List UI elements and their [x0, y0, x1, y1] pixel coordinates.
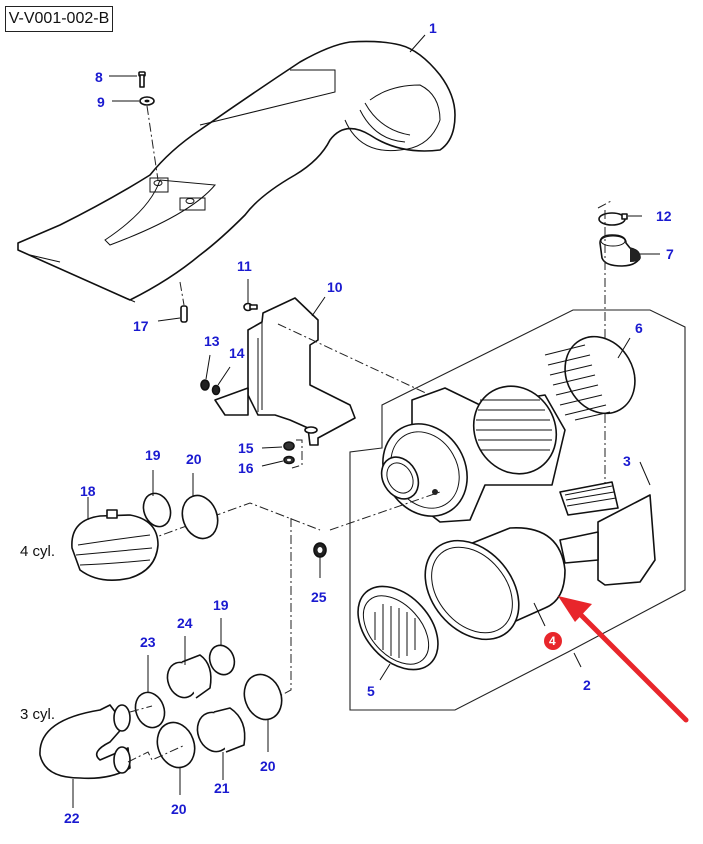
callout-2[interactable]: 2: [583, 677, 591, 693]
callout-23[interactable]: 23: [140, 634, 156, 650]
assembly-line: [597, 199, 614, 209]
assembly-line: [147, 502, 321, 541]
part-25-grommet[interactable]: [313, 542, 327, 558]
part-7-elbow[interactable]: [599, 234, 641, 267]
callout-16[interactable]: 16: [238, 460, 254, 476]
callout-22[interactable]: 22: [64, 810, 80, 826]
part-9-washer[interactable]: [139, 96, 155, 106]
callout-19-lower[interactable]: 19: [213, 597, 229, 613]
part-2-assembly-frame: [349, 309, 686, 711]
callout-20-right[interactable]: 20: [260, 758, 276, 774]
highlight-arrow-icon: [558, 596, 689, 723]
part-14-washer[interactable]: [211, 384, 221, 396]
callout-21[interactable]: 21: [214, 780, 230, 796]
callout-12[interactable]: 12: [656, 208, 672, 224]
assembly-line: [329, 491, 441, 531]
svg-text:4: 4: [549, 634, 556, 648]
part-4-main-filter-element[interactable]: [406, 522, 566, 658]
callout-13[interactable]: 13: [204, 333, 220, 349]
leader-lines: [72, 34, 660, 808]
callout-19-upper[interactable]: 19: [145, 447, 161, 463]
callout-8[interactable]: 8: [95, 69, 103, 85]
callout-18[interactable]: 18: [80, 483, 96, 499]
callout-11[interactable]: 11: [237, 258, 252, 274]
callout-17[interactable]: 17: [133, 318, 149, 334]
part-13-nut[interactable]: [200, 379, 210, 391]
callout-25[interactable]: 25: [311, 589, 327, 605]
assembly-line: [271, 518, 292, 701]
part-11-screw[interactable]: [243, 302, 258, 312]
callout-6[interactable]: 6: [635, 320, 643, 336]
callout-20-upper[interactable]: 20: [186, 451, 202, 467]
air-filter-housing[interactable]: [366, 371, 572, 532]
assembly-line: [129, 705, 153, 713]
assembly-line: [146, 105, 159, 181]
part-19-clamp-4cyl[interactable]: [139, 490, 175, 531]
callout-1[interactable]: 1: [429, 20, 437, 36]
part-4-highlight-badge[interactable]: 4: [544, 632, 562, 650]
callout-3[interactable]: 3: [623, 453, 631, 469]
variant-label-4-cyl: 4 cyl.: [20, 543, 55, 560]
part-23-clamp[interactable]: [131, 688, 170, 731]
part-24-coupling[interactable]: [163, 654, 212, 702]
callout-10[interactable]: 10: [327, 279, 343, 295]
callout-5[interactable]: 5: [367, 683, 375, 699]
part-1-intake-duct[interactable]: [17, 40, 456, 303]
callout-9[interactable]: 9: [97, 94, 105, 110]
part-5-filter-cover[interactable]: [342, 571, 454, 685]
part-21-hose[interactable]: [192, 707, 246, 757]
callout-7[interactable]: 7: [666, 246, 674, 262]
callout-24[interactable]: 24: [177, 615, 193, 631]
part-20-clamp-3cyl-right[interactable]: [238, 669, 288, 725]
part-18-inlet-elbow[interactable]: [71, 509, 159, 581]
part-19-clamp-3cyl[interactable]: [206, 642, 239, 678]
diagram-reference-code: V-V001-002-B: [5, 6, 113, 32]
assembly-line: [179, 281, 185, 306]
part-16-washer[interactable]: [283, 455, 295, 465]
part-3-evacuator-cover[interactable]: [559, 481, 656, 586]
callout-15[interactable]: 15: [238, 440, 254, 456]
callout-20-lower[interactable]: 20: [171, 801, 187, 817]
assembly-line: [277, 323, 431, 396]
callout-14[interactable]: 14: [229, 345, 245, 361]
part-22-inlet-elbow[interactable]: [39, 704, 131, 780]
assembly-line: [291, 439, 303, 469]
part-6-element[interactable]: [544, 324, 649, 426]
part-20-clamp-3cyl-lower[interactable]: [151, 717, 201, 773]
variant-label-3-cyl: 3 cyl.: [20, 706, 55, 723]
part-20-clamp-4cyl[interactable]: [177, 491, 224, 544]
part-8-bolt[interactable]: [138, 71, 146, 88]
part-12-clamp[interactable]: [598, 212, 628, 226]
part-15-nut[interactable]: [283, 441, 295, 451]
part-17-pin[interactable]: [180, 305, 188, 323]
part-10-bracket[interactable]: [214, 297, 356, 446]
